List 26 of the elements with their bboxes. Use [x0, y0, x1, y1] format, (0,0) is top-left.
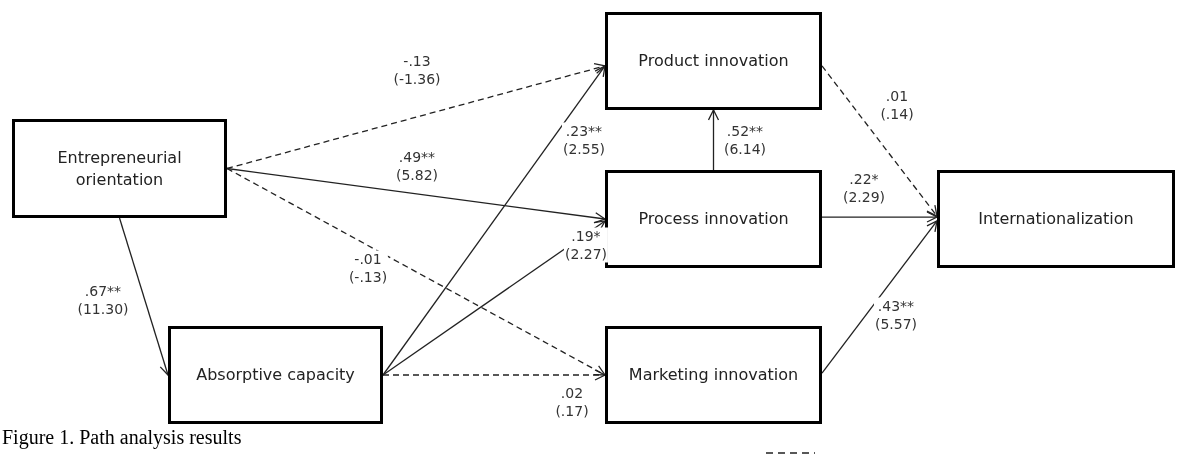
dashed-arrow	[226, 167, 606, 376]
arrow	[226, 167, 606, 224]
arrow	[382, 65, 606, 376]
variable-box	[937, 170, 1175, 268]
dashed-arrow	[821, 65, 938, 217]
variable-box	[12, 119, 227, 218]
variable-name: Process innovation	[638, 208, 789, 230]
path-coefficient: -.01 (-.13)	[347, 250, 389, 286]
path-coefficient: .19* (2.27)	[563, 227, 609, 263]
path-coefficient: .23** (2.55)	[561, 122, 607, 158]
variable-box	[605, 326, 822, 424]
variable-box	[605, 12, 822, 110]
figure-caption: Figure 1. Path analysis results	[2, 426, 242, 449]
variable-box	[605, 170, 822, 268]
variable-box	[168, 326, 383, 424]
variable-name: Product innovation	[638, 50, 789, 72]
variable-name: Absorptive capacity	[196, 364, 355, 386]
arrow	[707, 109, 720, 171]
dashed-arrow	[226, 63, 606, 170]
variable-name: Marketing innovation	[628, 364, 799, 386]
dashed-arrow	[382, 369, 606, 381]
path-coefficient: .43** (5.57)	[873, 297, 919, 333]
variable-name: Entrepreneurial orientation	[56, 146, 183, 191]
arrow	[821, 220, 938, 374]
variable-name: Internationalization	[978, 208, 1134, 230]
arrow	[821, 211, 938, 223]
